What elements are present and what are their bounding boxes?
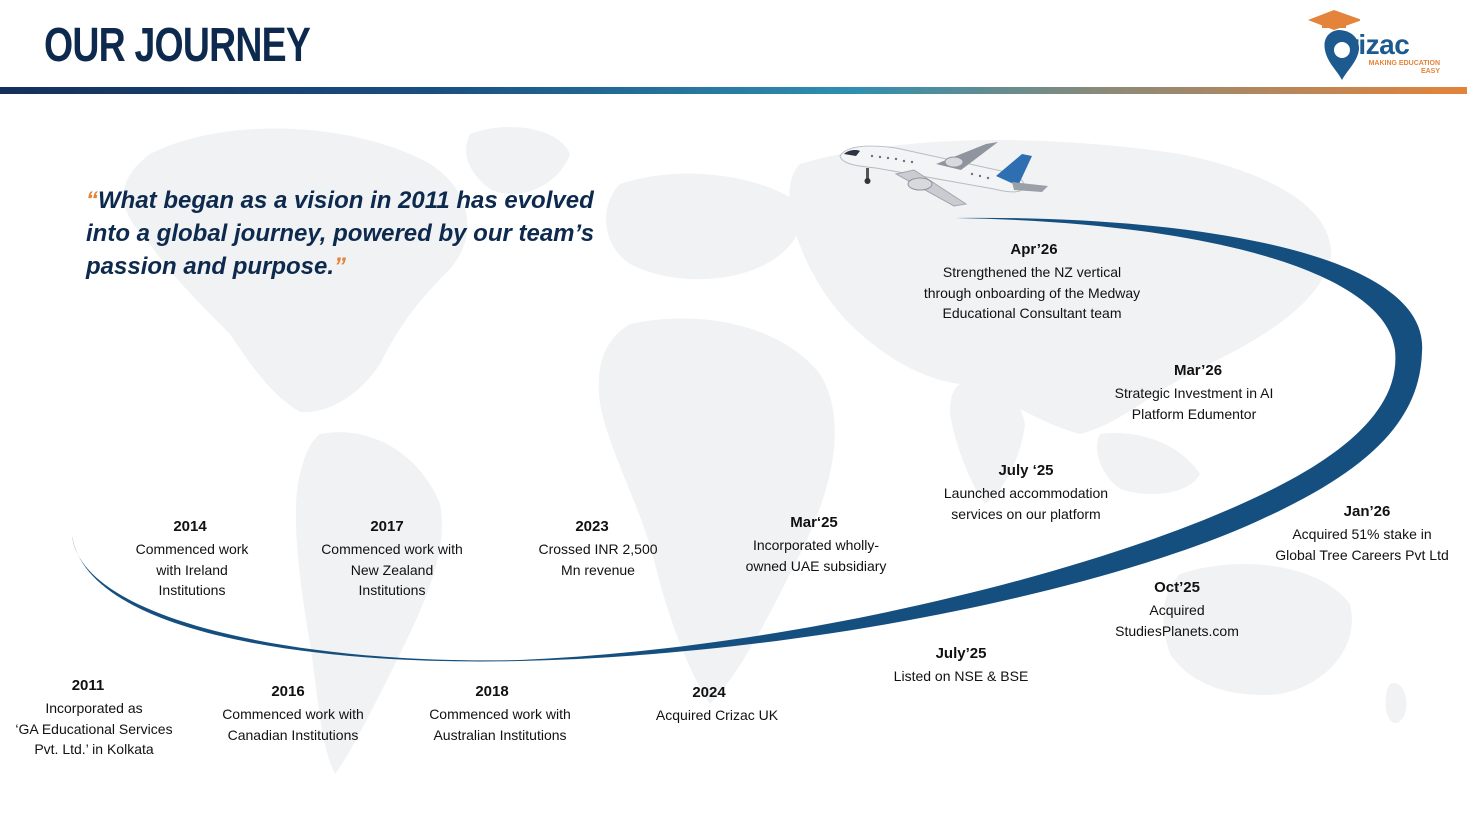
milestone-year: 2024 bbox=[692, 684, 726, 701]
milestone-description: Acquired StudiesPlanets.com bbox=[1115, 602, 1239, 639]
quote-open-mark: “ bbox=[86, 187, 98, 214]
milestone-year: 2016 bbox=[271, 683, 305, 700]
milestone-description: Commenced work with Ireland Institutions bbox=[135, 541, 249, 598]
milestone-2024: 2024 Acquired Crizac UK bbox=[637, 683, 797, 726]
milestone-year: Jan’26 bbox=[1343, 503, 1391, 520]
milestone-description: Launched accommodation services on our p… bbox=[943, 485, 1109, 522]
milestone-mar25: Mar‘25 Incorporated wholly- owned UAE su… bbox=[726, 513, 906, 576]
quote-close-mark: ” bbox=[334, 253, 347, 280]
milestone-year: 2011 bbox=[71, 677, 105, 694]
milestone-year: 2017 bbox=[370, 518, 404, 535]
milestone-2014: 2014 Commenced work with Ireland Institu… bbox=[112, 517, 272, 601]
milestone-description: Crossed INR 2,500 Mn revenue bbox=[538, 541, 658, 578]
vision-quote: “What began as a vision in 2011 has evol… bbox=[86, 184, 606, 283]
milestone-description: Incorporated wholly- owned UAE subsidiar… bbox=[745, 537, 887, 574]
logo-tagline: MAKING EDUCATION EASY bbox=[1368, 60, 1440, 75]
milestone-apr26: Apr’26 Strengthened the NZ vertical thro… bbox=[902, 240, 1162, 324]
page-title: OUR JOURNEY bbox=[44, 19, 311, 72]
milestone-description: Listed on NSE & BSE bbox=[893, 668, 1029, 684]
milestone-description: Commenced work with New Zealand Institut… bbox=[321, 541, 463, 598]
airplane-icon bbox=[839, 142, 1048, 207]
crizac-logo: rizac MAKING EDUCATION EASY bbox=[1300, 8, 1450, 82]
milestone-description: Acquired 51% stake in Global Tree Career… bbox=[1275, 526, 1449, 563]
graduation-cap-pin-icon bbox=[1308, 10, 1360, 80]
timeline-arc-band bbox=[72, 217, 1423, 662]
milestone-july25-listing: July’25 Listed on NSE & BSE bbox=[876, 644, 1046, 687]
header-gradient-bar bbox=[0, 87, 1467, 94]
milestone-year: Mar‘25 bbox=[790, 514, 838, 531]
milestone-year: Mar’26 bbox=[1173, 362, 1223, 379]
milestone-oct25: Oct’25 Acquired StudiesPlanets.com bbox=[1097, 578, 1257, 641]
milestone-jan26: Jan’26 Acquired 51% stake in Global Tree… bbox=[1262, 502, 1462, 565]
milestone-year: July’25 bbox=[935, 645, 987, 662]
milestone-2018: 2018 Commenced work with Australian Inst… bbox=[405, 682, 595, 745]
milestone-year: 2014 bbox=[173, 518, 207, 535]
milestone-2017: 2017 Commenced work with New Zealand Ins… bbox=[297, 517, 487, 601]
milestone-july25-accommodation: July ‘25 Launched accommodation services… bbox=[916, 461, 1136, 524]
milestone-description: Commenced work with Australian Instituti… bbox=[429, 706, 571, 743]
milestone-year: Oct’25 bbox=[1154, 579, 1200, 596]
milestone-description: Acquired Crizac UK bbox=[655, 707, 779, 723]
world-map-background bbox=[123, 126, 1407, 774]
milestone-2011: 2011 Incorporated as ‘GA Educational Ser… bbox=[4, 676, 184, 760]
milestone-year: Apr’26 bbox=[1010, 241, 1058, 258]
milestone-year: 2018 bbox=[475, 683, 509, 700]
logo-wordmark: rizac bbox=[1348, 29, 1410, 60]
milestone-2016: 2016 Commenced work with Canadian Instit… bbox=[198, 682, 388, 745]
milestone-description: Commenced work with Canadian Institution… bbox=[222, 706, 364, 743]
milestone-description: Strategic Investment in AI Platform Edum… bbox=[1114, 385, 1274, 422]
quote-text: What began as a vision in 2011 has evolv… bbox=[86, 187, 595, 280]
milestone-description: Strengthened the NZ vertical through onb… bbox=[923, 264, 1141, 321]
milestone-mar26: Mar’26 Strategic Investment in AI Platfo… bbox=[1094, 361, 1294, 424]
milestone-year: 2023 bbox=[575, 518, 609, 535]
milestone-year: July ‘25 bbox=[998, 462, 1054, 479]
milestone-2023: 2023 Crossed INR 2,500 Mn revenue bbox=[518, 517, 678, 580]
milestone-description: Incorporated as ‘GA Educational Services… bbox=[15, 700, 173, 757]
